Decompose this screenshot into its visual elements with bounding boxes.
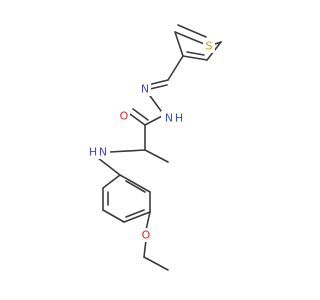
atom-hydrazide-nh: N H [161,111,185,125]
atom-labels-layer: S N N H O H N O [86,39,215,242]
bond-thiophene-c3-c4 [182,55,208,61]
bond-alpha-c-to-methyl [144,149,169,163]
bond-carbonyl-c-o [129,113,146,126]
atom-label-o-ether: O [142,229,151,242]
bond-thiophene-c2-c3 [174,31,184,57]
bond-ring-to-ether-o [145,211,151,231]
atom-label-n-hydrazide: N [165,112,173,125]
molecule-structure: S N N H O H N O [86,24,222,271]
bonds-layer [97,24,222,271]
atom-label-n-amine: N [99,146,107,159]
bond-ch2-to-ch3 [143,256,169,271]
atom-imine-nitrogen: N [139,82,151,96]
atom-label-h-hydrazide: H [175,112,183,125]
bond-carbonyl-c-o-double [132,108,149,121]
bond-alpha-c-to-nh [109,149,146,153]
bond-thiophene-inner-c5-c2 [177,24,207,38]
bond-benzene-inner-b [125,209,145,218]
bond-benzene-c6-c1 [102,174,121,189]
bond-ether-o-to-ch2 [143,239,147,258]
bond-ch-to-n-double [149,84,168,90]
atom-label-o-carbonyl: O [120,110,129,123]
bond-thiophene-inner-c3-c4 [186,51,205,56]
atom-label-h-amine: H [89,146,97,159]
atom-label-n-imine: N [141,83,149,96]
molecule-canvas: S N N H O H N O [86,24,222,271]
atom-amine-nh: H N [86,145,110,159]
bond-benzene-c1-c2 [119,174,151,193]
bond-nh-to-carbonyl-c [144,114,165,126]
atom-label-s: S [206,40,213,53]
atom-carbonyl-oxygen: O [118,109,130,123]
bond-benzene-inner-a [125,180,146,193]
atom-sulfur: S [203,39,215,53]
bond-c2-to-ch [167,55,184,81]
bond-ch-to-n-single [147,79,169,86]
bond-benzene-c4-c5 [102,209,125,223]
bond-benzene-c3-c4 [123,211,151,223]
atom-ether-oxygen: O [140,228,152,242]
bond-nh-to-ring [97,157,121,176]
